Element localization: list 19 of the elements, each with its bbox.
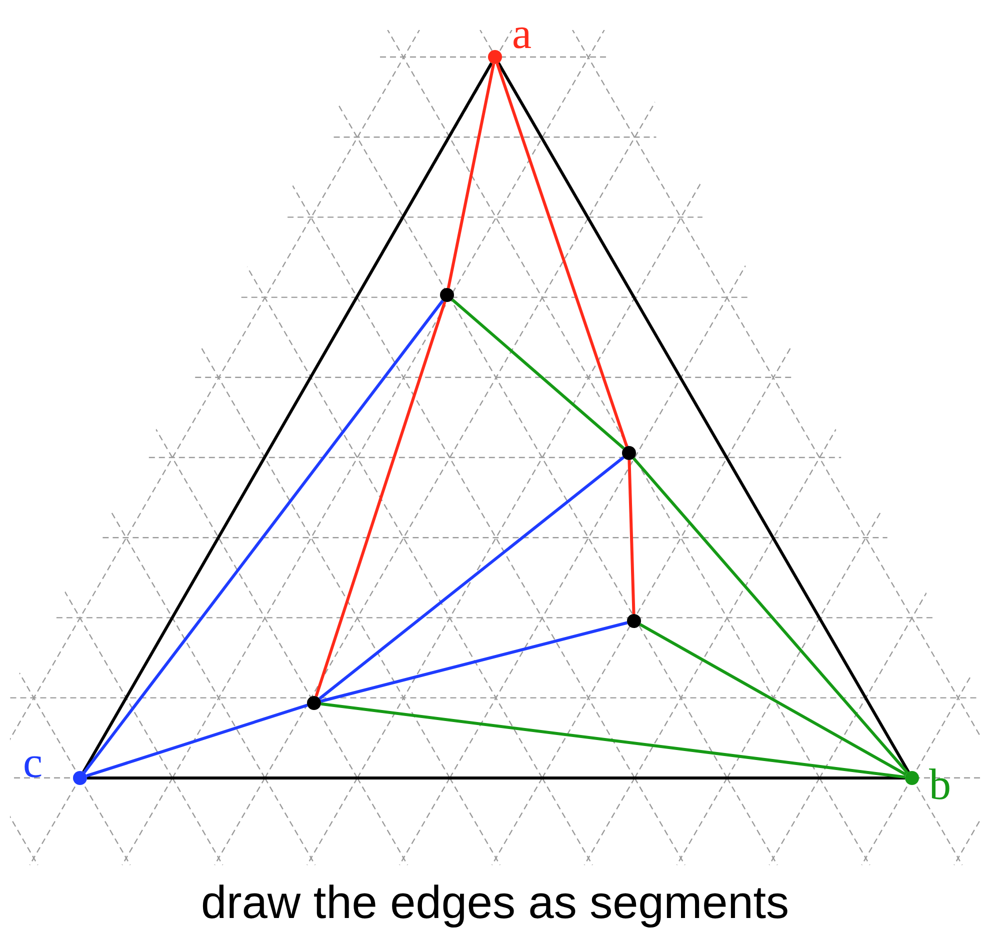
edge-segment — [82, 62, 493, 773]
edge-segment — [496, 63, 628, 447]
vertex-label: a — [512, 12, 532, 56]
edge-segment — [83, 300, 444, 774]
edge-segment — [497, 62, 910, 773]
caption: draw the edges as segments — [200, 875, 790, 930]
edge-segment — [639, 623, 907, 776]
edge-segment — [320, 702, 906, 779]
edge-segment — [446, 64, 496, 288]
edge-segment — [87, 776, 905, 780]
edge-segment — [628, 460, 636, 614]
edge-segment — [318, 456, 624, 700]
edge-segment — [632, 457, 909, 774]
edge-segment — [314, 301, 446, 697]
vertex-label: b — [929, 763, 951, 807]
edge-segment — [451, 298, 625, 450]
vertex-label: c — [23, 741, 43, 785]
edge-segment — [320, 621, 628, 703]
edge-segment — [86, 704, 308, 778]
